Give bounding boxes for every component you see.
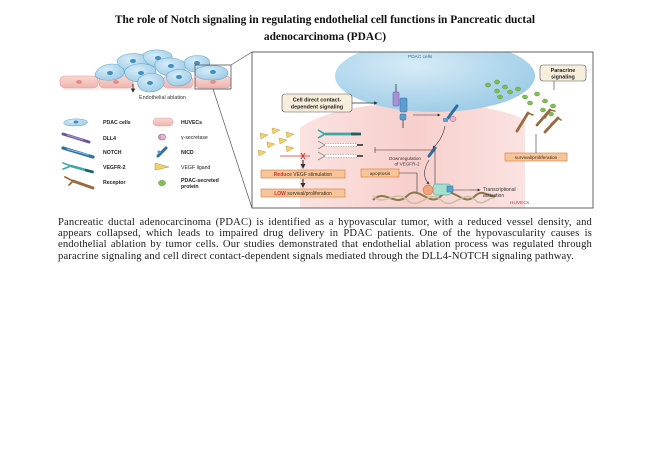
apoptosis-label: apoptosis [370,171,391,177]
low-survival-box: LOW survival/proliferation [260,188,346,198]
survival-proliferation-box: survival/proliferation [504,152,568,162]
paracrine-box-line2: signaling [551,75,575,81]
huvec-cell-area [300,103,525,208]
legend-item-pdac-secreted-protein: PDAC-secreted protein [158,178,219,190]
downregulation-line2: of VEGFR-2 [394,162,419,167]
legend-item-pdac-cells: PDAC cells [63,118,131,127]
dll4-notch-complex [392,84,408,128]
graphical-abstract-figure: Endothelial ablation PDAC cells HUVECs D… [55,48,600,213]
gamma-secretase-icon [158,133,166,141]
paracrine-signaling-box: Paracrine signaling [539,64,587,90]
pdac-secreted-protein-icon [158,180,166,186]
abstract-paragraph: Pancreatic ductal adenocarcinoma (PDAC) … [58,217,592,262]
legend-label: VEGF ligand [181,165,211,171]
nicd-icon [156,146,168,158]
apoptosis-box: apoptosis [360,168,418,193]
contact-box-line1: Cell direct contact- [293,98,342,104]
transcription-line2: activation [483,193,504,199]
legend-label: Receptor [103,180,126,186]
figure-svg: Endothelial ablation PDAC cells HUVECs D… [59,49,594,209]
reduce-emph: Reduce [274,172,292,178]
legend-item-vegf-ligand: VEGF ligand [154,162,211,171]
dll4-icon [61,132,91,144]
legend-label: NICD [181,150,194,156]
legend-item-notch: NOTCH [61,146,122,159]
legend-label: γ-secretase [181,135,208,141]
vegfr2-icon [62,162,95,174]
nicd-cleavage [424,104,459,185]
legend-label: DLL4 [103,136,116,142]
vegfr2-receptors [280,129,363,161]
legend-label: VEGFR-2 [103,165,126,171]
legend-item-receptor: Receptor [64,176,126,190]
downregulation-annotation: Downregulation of VEGFR-2 [374,147,436,188]
huvecs-label: HUVECs [510,200,530,206]
legend-label: PDAC cells [103,120,131,126]
svg-text:LOW survival/proliferation: LOW survival/proliferation [274,191,332,197]
pdac-cells-label: PDAC cells [408,54,433,60]
title-line-1: The role of Notch signaling in regulatin… [114,14,536,26]
tissue-illustration: Endothelial ablation [59,49,253,209]
receptor-icon [64,176,95,190]
dna-helix [372,191,496,205]
figure-title: The role of Notch signaling in regulatin… [0,12,650,46]
transcription-complex [422,183,481,196]
vegf-ligand-icon [154,162,170,171]
legend-label: HUVECs [181,120,202,126]
low-rest: survival/proliferation [286,191,332,197]
detail-panel: PDAC cells HUVECs Cell direct contact- d… [251,51,594,209]
legend-item-vegfr2: VEGFR-2 [62,162,126,174]
pdac-cell-area [335,52,535,112]
transcription-line1: Transcriptional [483,187,516,193]
downregulation-line1: Downregulation [389,156,421,161]
endothelial-ablation-label: Endothelial ablation [139,95,186,101]
legend: PDAC cells HUVECs DLL4 γ-secretase [61,117,219,190]
legend-label: PDAC-secreted [181,178,219,184]
contact-box-line2: dependent signaling [291,105,343,111]
svg-text:Reduce VEGF stimulation: Reduce VEGF stimulation [274,172,333,178]
legend-label-line2: protein [181,184,199,190]
pdac-cluster [94,49,229,93]
legend-item-dll4: DLL4 [61,132,116,144]
title-line-2: adenocarcinoma (PDAC) [263,31,387,43]
secreted-protein-dots [485,79,556,117]
paracrine-receptors [515,108,562,134]
contact-signaling-box: Cell direct contact- dependent signaling [281,93,378,113]
reduce-vegf-box: Reduce VEGF stimulation [260,169,346,179]
legend-item-nicd: NICD [156,146,194,158]
legend-item-huvecs: HUVECs [152,117,202,127]
survival-box-label: survival/proliferation [515,155,558,161]
vegf-ligands [257,127,295,157]
huvec-icon [152,117,174,127]
legend-label: NOTCH [103,150,122,156]
legend-item-gamma-secretase: γ-secretase [158,133,208,141]
low-emph: LOW [274,191,286,197]
reduce-rest: VEGF stimulation [292,172,333,178]
paracrine-box-line1: Paracrine [551,68,576,74]
notch-icon [61,146,95,159]
